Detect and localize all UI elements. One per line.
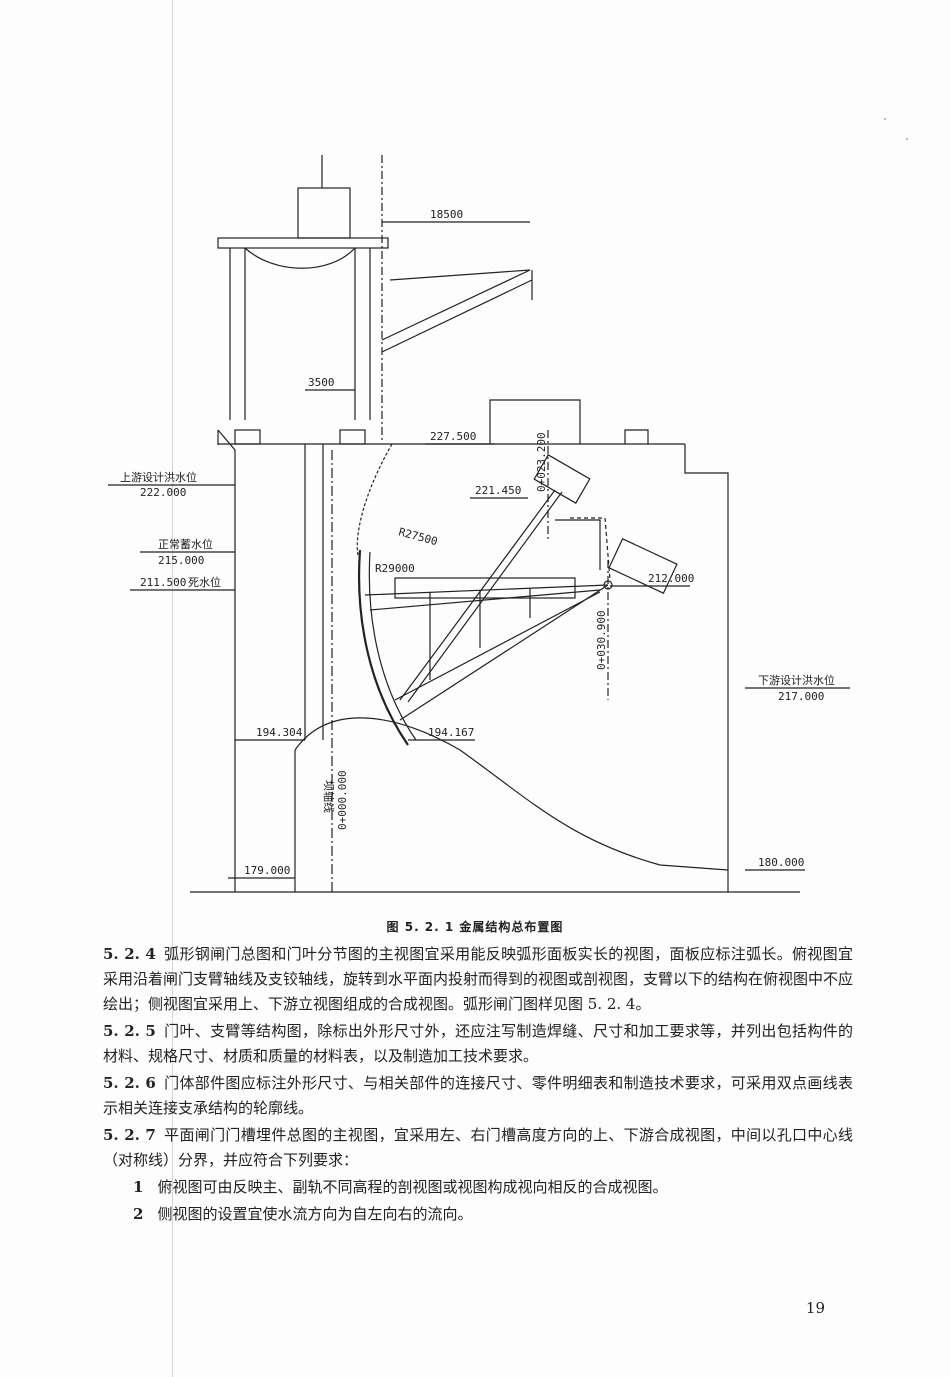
control-house — [489, 399, 581, 444]
radial-gate-skin — [357, 549, 409, 746]
list-item-2: 2 侧视图的设置宜使水流方向为自左向右的流向。 — [103, 1202, 853, 1227]
lower-arm-inner — [394, 591, 601, 701]
upper-arm — [364, 584, 609, 596]
station-030: 0+030.900 — [595, 610, 608, 670]
clause-text: 门叶、支臂等结构图，除标出外形尺寸外，还应注写制造焊缝、尺寸和加工要求等，并列出… — [103, 1022, 854, 1065]
crane-jib — [381, 279, 533, 353]
clause-number: 5. 2. 7 — [103, 1126, 156, 1144]
crane-wheel — [234, 429, 261, 445]
stair-rail — [570, 517, 611, 581]
dam-axis-label: 坝轴线 — [322, 780, 336, 813]
parapet — [624, 429, 649, 444]
page-number: 19 — [805, 1299, 825, 1317]
lower-arm — [399, 584, 609, 721]
station-000: 0+000.000 — [336, 770, 349, 830]
deck-step — [684, 444, 710, 474]
elevation-227: 227.500 — [430, 430, 476, 443]
item-text: 侧视图的设置宜使水流方向为自左向右的流向。 — [157, 1205, 473, 1223]
item-number: 2 — [133, 1205, 144, 1223]
scan-speck — [884, 118, 886, 120]
weir-crest — [294, 717, 729, 871]
crane-jib — [381, 269, 531, 341]
dead-level-value: 211.500 — [140, 576, 186, 589]
downstream-pier — [710, 472, 729, 892]
binding-line — [172, 0, 173, 1377]
hoist-cylinder — [533, 454, 591, 504]
list-item-1: 1 俯视图可由反映主、副轨不同高程的剖视图或视图构成视向相反的合成视图。 — [103, 1175, 853, 1200]
clause-number: 5. 2. 6 — [103, 1074, 156, 1092]
figure-caption: 图 5. 2. 1 金属结构总布置图 — [386, 920, 564, 934]
clause-text: 门体部件图应标注外形尺寸、与相关部件的连接尺寸、零件明细表和制造技术要求，可采用… — [103, 1074, 854, 1117]
upstream-pier — [217, 429, 236, 892]
scan-speck — [906, 138, 908, 140]
dim-18500: 18500 — [430, 208, 463, 221]
elevation-212: 212.000 — [648, 572, 694, 585]
downstream-flood-label: 下游设计洪水位 — [758, 673, 835, 687]
crane-wheel — [339, 429, 366, 445]
upstream-flood-label: 上游设计洪水位 — [120, 470, 197, 484]
trunnion-housing — [608, 538, 678, 594]
elevation-194-304: 194.304 — [256, 726, 303, 739]
radial-gate-inner — [368, 551, 417, 741]
normal-level-value: 215.000 — [158, 554, 204, 567]
elevation-179: 179.000 — [244, 864, 290, 877]
crane-trolley — [297, 187, 351, 239]
item-text: 俯视图可由反映主、副轨不同高程的剖视图或视图构成视向相反的合成视图。 — [157, 1178, 668, 1196]
jib-tie — [389, 269, 531, 281]
elevation-194-167: 194.167 — [428, 726, 474, 739]
elevation-180: 180.000 — [758, 856, 804, 869]
item-number: 1 — [133, 1178, 144, 1196]
hoist-rod — [399, 489, 556, 701]
elevation-221: 221.450 — [475, 484, 521, 497]
crane-girder — [217, 237, 389, 249]
crane-portal-arch — [244, 247, 356, 269]
clause-text: 平面闸门门槽埋件总图的主视图，宜采用左、右门槽高度方向的上、下游合成视图，中间以… — [103, 1126, 854, 1169]
dim-3500: 3500 — [308, 376, 335, 389]
radius-27500: R27500 — [397, 525, 439, 548]
hoist-rod — [407, 491, 563, 703]
stair-landing — [555, 519, 601, 570]
downstream-flood-value: 217.000 — [778, 690, 824, 703]
upper-arm-inner — [369, 589, 601, 611]
clause-text: 弧形钢闸门总图和门叶分节图的主视图宜采用能反映弧形面板实长的视图，面板应标注弧长… — [103, 945, 854, 1013]
radius-arc — [356, 443, 393, 556]
radius-29000: R29000 — [375, 562, 415, 575]
dead-level-label: 死水位 — [188, 575, 221, 589]
metal-structure-layout-drawing: 18500 3500 R27500 R29000 227.500 221.450… — [108, 155, 850, 893]
clause-number: 5. 2. 4 — [103, 945, 156, 963]
normal-level-label: 正常蓄水位 — [158, 537, 213, 551]
clause-number: 5. 2. 5 — [103, 1022, 156, 1040]
upstream-flood-value: 222.000 — [140, 486, 186, 499]
station-023: 0+023.200 — [535, 432, 548, 492]
